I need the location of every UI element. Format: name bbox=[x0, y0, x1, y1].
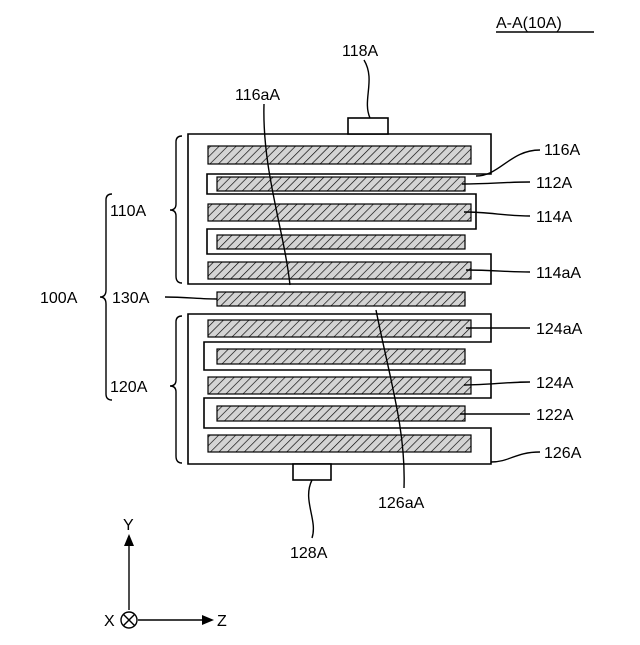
first-active-layer-114aA bbox=[208, 262, 471, 279]
separator-first-block bbox=[217, 235, 465, 249]
label-114A: 114A bbox=[536, 209, 573, 226]
z-axis-arrow bbox=[202, 615, 214, 625]
second-active-layer-124A bbox=[208, 377, 471, 394]
leader-130A bbox=[165, 297, 217, 299]
label-114aA: 114aA bbox=[536, 265, 581, 282]
y-axis-arrow bbox=[124, 534, 134, 546]
separator-112A bbox=[217, 177, 465, 191]
label-110A: 110A bbox=[110, 203, 147, 220]
first-active-layer-114A bbox=[208, 204, 471, 221]
label-126aA: 126aA bbox=[378, 495, 425, 512]
x-axis-into-page-icon bbox=[121, 612, 137, 628]
label-112A: 112A bbox=[536, 175, 573, 192]
leader-126A bbox=[491, 452, 540, 462]
z-axis-label: Z bbox=[217, 613, 227, 630]
leader-112A bbox=[462, 182, 530, 184]
label-116A: 116A bbox=[544, 142, 581, 159]
separator-second-block bbox=[217, 349, 465, 364]
label-118A: 118A bbox=[342, 43, 379, 60]
label-130A: 130A bbox=[112, 290, 150, 307]
section-label: A-A(10A) bbox=[496, 15, 562, 32]
bracket-110A bbox=[170, 136, 182, 283]
bracket-100A bbox=[100, 194, 112, 400]
label-122A: 122A bbox=[536, 407, 574, 424]
label-100A: 100A bbox=[40, 290, 78, 307]
label-124aA: 124aA bbox=[536, 321, 583, 338]
label-126A: 126A bbox=[544, 445, 582, 462]
second-active-layer-bottom bbox=[208, 435, 471, 452]
first-active-layer-top bbox=[208, 146, 471, 164]
leader-118A bbox=[364, 60, 370, 118]
label-128A: 128A bbox=[290, 545, 328, 562]
tab-118A bbox=[348, 118, 388, 134]
label-116aA: 116aA bbox=[235, 87, 280, 104]
leader-128A bbox=[309, 480, 314, 538]
separator-130A bbox=[217, 292, 465, 306]
separator-122A bbox=[217, 406, 465, 421]
bracket-120A bbox=[170, 316, 182, 463]
label-120A: 120A bbox=[110, 379, 148, 396]
x-axis-label: X bbox=[104, 613, 115, 630]
second-active-layer-124aA bbox=[208, 320, 471, 337]
y-axis-label: Y bbox=[123, 517, 134, 534]
label-124A: 124A bbox=[536, 375, 574, 392]
tab-128A bbox=[293, 464, 331, 480]
